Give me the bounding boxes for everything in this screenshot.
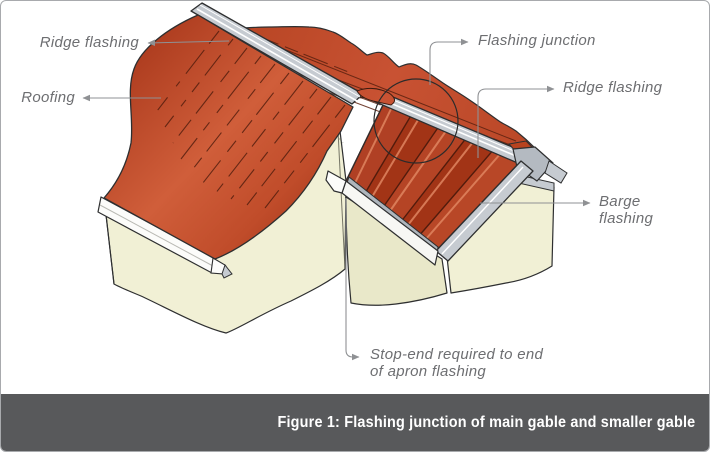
leader-flashing-junction <box>429 38 469 85</box>
label-stop-end-line1: Stop-end required to end <box>370 346 544 363</box>
label-ridge-flashing-main: Ridge flashing <box>39 34 139 51</box>
barge-flashing <box>435 160 534 262</box>
leader-lines <box>82 38 591 361</box>
label-barge-flashing: Barge flashing <box>599 193 654 227</box>
leader-ridge-flashing-small <box>477 85 555 158</box>
figure-caption: Figure 1: Flashing junction of main gabl… <box>277 413 696 431</box>
apron-flashing <box>325 170 439 266</box>
label-flashing-junction: Flashing junction <box>478 32 596 49</box>
junction-highlight-circle <box>373 78 459 164</box>
corrugation-lines <box>156 30 346 209</box>
main-roof-near-face <box>103 14 354 260</box>
gutter-end-cap <box>221 263 233 279</box>
leader-ridge-flashing-main <box>147 39 230 47</box>
label-roofing: Roofing <box>21 89 75 106</box>
label-barge-flashing-line1: Barge <box>599 193 641 210</box>
label-ridge-flashing-small: Ridge flashing <box>563 79 663 96</box>
far-barge-fragment <box>544 160 568 184</box>
label-stop-end: Stop-end required to end of apron flashi… <box>370 346 544 380</box>
small-gable-front-wall <box>345 196 448 306</box>
label-stop-end-line2: of apron flashing <box>370 362 487 380</box>
label-barge-flashing-line2: flashing <box>599 209 654 227</box>
small-ridge-end-cap <box>508 140 568 184</box>
leader-stop-end <box>345 198 360 361</box>
main-eave-fascia <box>97 196 233 279</box>
stop-end <box>325 170 347 194</box>
tile-highlights <box>354 108 502 240</box>
caption-bar: Figure 1: Flashing junction of main gabl… <box>1 394 709 451</box>
